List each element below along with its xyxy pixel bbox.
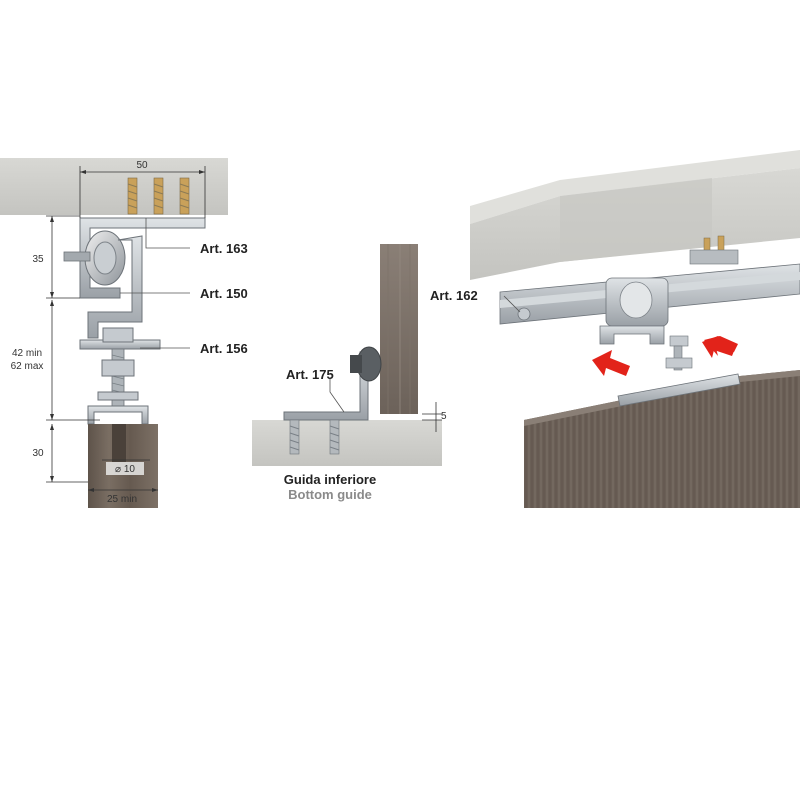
caption-italian: Guida inferiore xyxy=(284,472,376,487)
ceiling-beam-top xyxy=(470,150,800,224)
hanger-bracket xyxy=(87,235,143,339)
bottom-guide-drawing: 5 Art. 175 Guida inferiore Bottom guide xyxy=(252,244,447,502)
label-art-162: Art. 162 xyxy=(430,288,478,303)
dim-diameter-hole: ⌀ 10 xyxy=(115,464,135,475)
dim-height-adjust-max: 62 max xyxy=(11,361,44,372)
caption-english: Bottom guide xyxy=(288,487,372,502)
perspective-view: Art. 162 xyxy=(430,150,800,508)
label-art-163: Art. 163 xyxy=(200,241,248,256)
section-drawing: 50 35 42 min 62 max 30 ⌀ 10 25 min Art. … xyxy=(0,158,248,508)
label-art-156: Art. 156 xyxy=(200,341,248,356)
floor-concrete xyxy=(252,420,442,466)
ceiling-screws xyxy=(127,177,190,215)
dim-gap-bottom: 5 xyxy=(441,411,447,422)
door-bracket xyxy=(87,405,149,425)
dim-height-door: 30 xyxy=(32,448,44,459)
dim-width-door-min: 25 min xyxy=(107,494,137,505)
dim-width-top: 50 xyxy=(136,160,148,171)
dim-height-adjust-min: 42 min xyxy=(12,348,42,359)
track-profile xyxy=(79,217,206,299)
door-panel-vertical xyxy=(380,244,418,414)
label-art-150: Art. 150 xyxy=(200,286,248,301)
door-plate xyxy=(617,373,741,407)
red-arrow-left xyxy=(592,350,630,376)
dim-height-wheel: 35 xyxy=(32,254,44,265)
label-art-175: Art. 175 xyxy=(286,367,334,382)
ceiling-concrete xyxy=(0,158,228,215)
door-panel xyxy=(524,370,800,508)
